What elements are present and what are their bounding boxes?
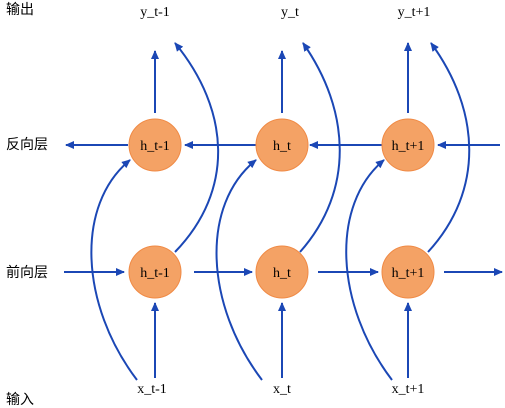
backward-node-1-label: h_t-1 (140, 139, 170, 154)
backward-layer: h_t-1 h_t h_t+1 (128, 118, 435, 172)
backward-node-3: h_t+1 (381, 118, 435, 172)
forward-to-output-2 (299, 42, 341, 253)
row-label-backward: 反向层 (6, 137, 48, 153)
forward-to-output-3 (427, 42, 471, 253)
input-to-backward-2 (215, 159, 263, 381)
row-label-input: 输入 (6, 392, 34, 408)
row-label-forward: 前向层 (6, 264, 48, 281)
input-label-3: x_t+1 (392, 382, 425, 397)
output-label-3: y_t+1 (398, 5, 431, 20)
forward-to-output-1 (174, 42, 220, 253)
input-label-1: x_t-1 (137, 382, 167, 397)
backward-node-2: h_t (255, 118, 309, 172)
row-label-output: 输出 (6, 2, 34, 18)
backward-node-2-label: h_t (273, 139, 291, 154)
input-to-backward-1 (90, 159, 138, 381)
backward-node-1: h_t-1 (128, 118, 182, 172)
edges (64, 42, 503, 381)
forward-node-1: h_t-1 (128, 245, 182, 299)
backward-node-3-label: h_t+1 (392, 139, 425, 154)
forward-node-3: h_t+1 (381, 245, 435, 299)
input-to-backward-3 (345, 159, 393, 381)
input-labels: x_t-1 x_t x_t+1 (137, 382, 424, 397)
forward-node-2-label: h_t (273, 266, 291, 281)
output-labels: y_t-1 y_t y_t+1 (140, 5, 430, 20)
forward-layer: h_t-1 h_t h_t+1 (128, 245, 435, 299)
forward-node-2: h_t (255, 245, 309, 299)
forward-node-3-label: h_t+1 (392, 266, 425, 281)
output-label-2: y_t (281, 5, 299, 20)
forward-node-1-label: h_t-1 (140, 266, 170, 281)
input-label-2: x_t (273, 382, 291, 397)
output-label-1: y_t-1 (140, 5, 170, 20)
